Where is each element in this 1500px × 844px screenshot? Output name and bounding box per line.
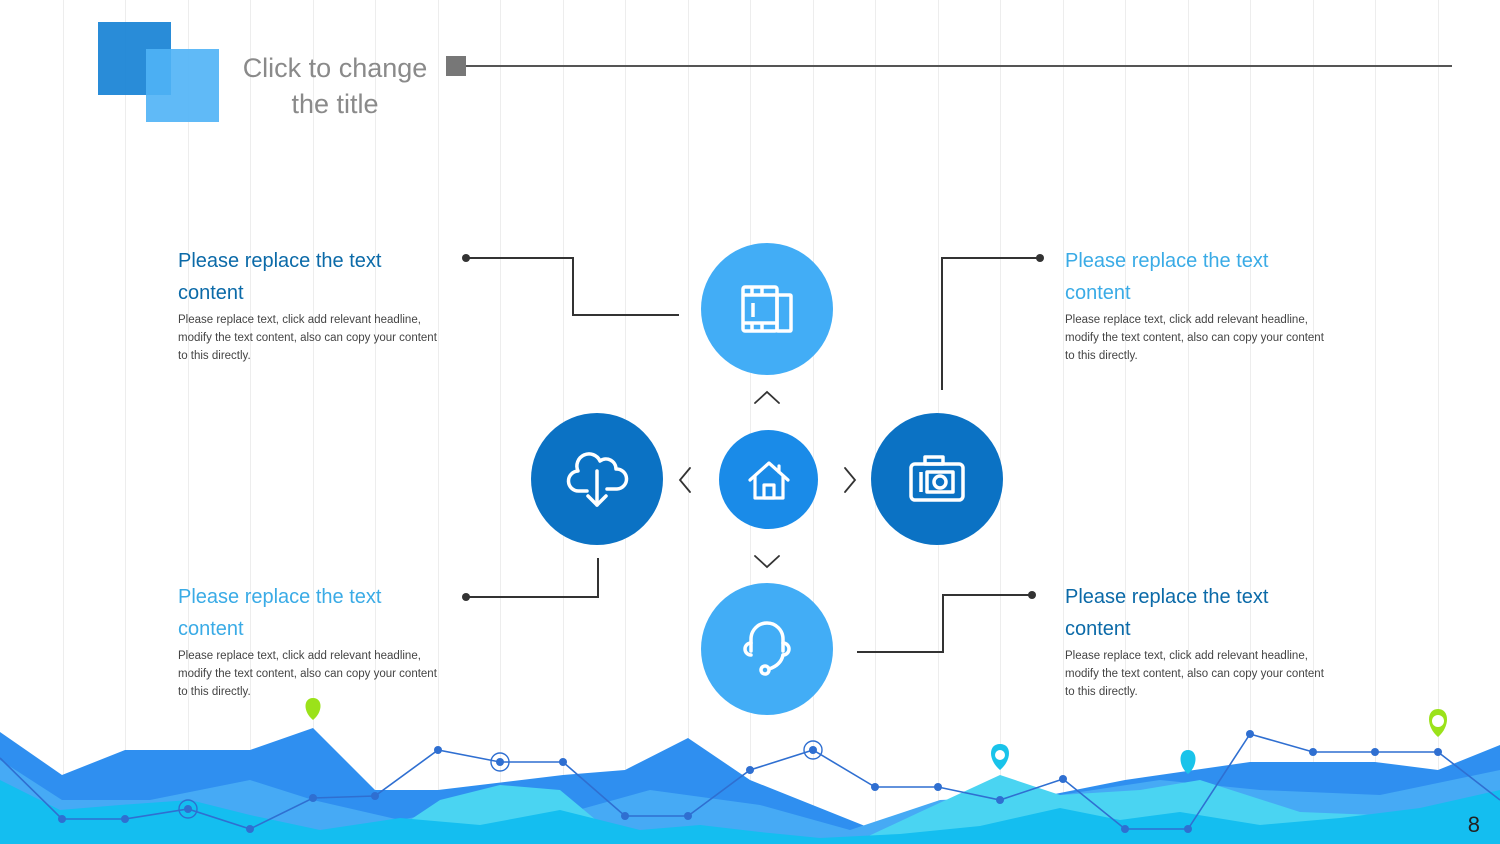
text-block-top-right[interactable]: Please replace the text content Please r… [1065, 245, 1325, 365]
title-rule [466, 65, 1452, 67]
film-icon [741, 285, 793, 333]
camera-icon [909, 455, 965, 502]
map-pin-icon [991, 744, 1009, 770]
block-heading: Please replace the text content [1065, 250, 1269, 304]
block-body: Please replace text, click add relevant … [178, 314, 437, 362]
camera-circle-button[interactable] [871, 413, 1003, 545]
block-body: Please replace text, click add relevant … [1065, 314, 1324, 362]
film-circle-button[interactable] [701, 243, 833, 375]
bottom-decor [0, 698, 1500, 844]
title-marker-square [446, 56, 466, 76]
chevron-right-icon [844, 467, 857, 493]
text-block-bottom-right[interactable]: Please replace the text content Please r… [1065, 581, 1325, 701]
connector-bottom-right [857, 594, 1032, 653]
connector-top-left [466, 257, 679, 316]
home-icon [747, 460, 790, 500]
map-pin-icon [1429, 709, 1447, 737]
slide-title[interactable]: Click to change the title [242, 53, 428, 119]
block-heading: Please replace the text content [178, 250, 382, 304]
chevron-up-icon [754, 390, 780, 404]
block-body: Please replace text, click add relevant … [1065, 650, 1324, 698]
block-body: Please replace text, click add relevant … [178, 650, 437, 698]
page-number: 8 [1467, 812, 1480, 837]
home-circle-button[interactable] [719, 430, 818, 529]
block-heading: Please replace the text content [1065, 586, 1269, 640]
headset-icon [743, 621, 791, 676]
connector-bottom-left [466, 558, 599, 598]
text-block-bottom-left[interactable]: Please replace the text content Please r… [178, 581, 438, 701]
map-pin-icon [305, 698, 321, 720]
map-pin-icon [1180, 750, 1196, 774]
chevron-down-icon [754, 555, 780, 569]
title-decor-square-light [146, 49, 219, 122]
block-heading: Please replace the text content [178, 586, 382, 640]
connector-top-right [941, 257, 1040, 390]
text-block-top-left[interactable]: Please replace the text content Please r… [178, 245, 438, 365]
cloud-download-icon [566, 452, 629, 507]
cloud-download-circle-button[interactable] [531, 413, 663, 545]
headset-circle-button[interactable] [701, 583, 833, 715]
chevron-left-icon [678, 467, 691, 493]
